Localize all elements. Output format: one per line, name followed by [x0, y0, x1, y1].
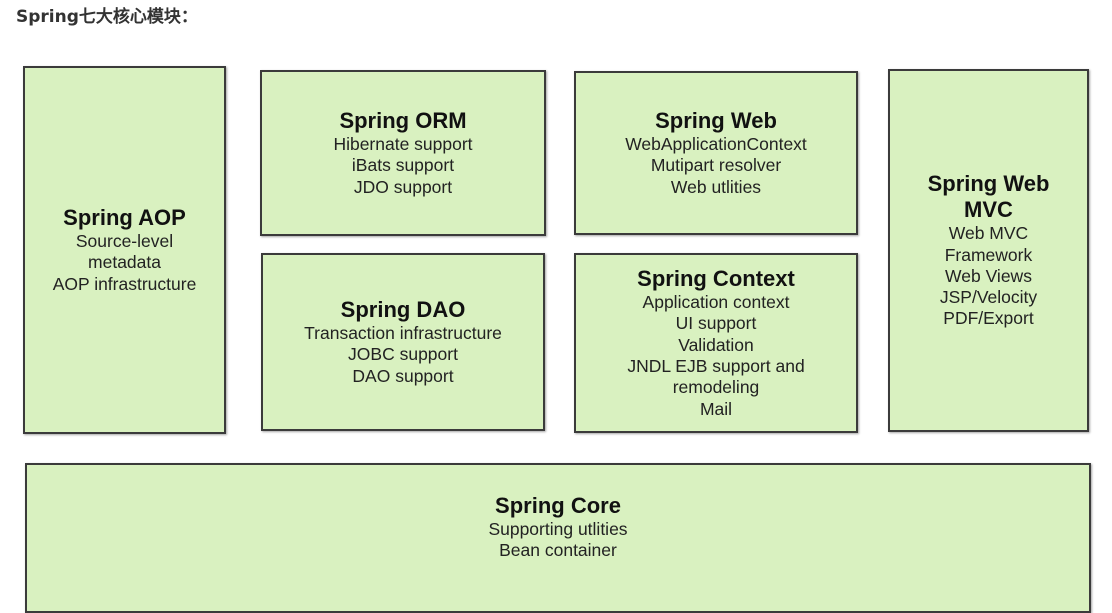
module-title: Spring DAO — [340, 297, 466, 323]
module-item: PDF/Export — [943, 308, 1034, 329]
module-item: Web MVC Framework — [944, 223, 1033, 265]
page-title: Spring七大核心模块： — [16, 7, 198, 27]
module-item: Transaction infrastructure — [304, 323, 502, 344]
module-spring-core: Spring Core Supporting utlities Bean con… — [25, 463, 1091, 613]
module-spring-web-mvc: Spring Web MVC Web MVC Framework Web Vie… — [888, 69, 1089, 432]
module-item: Supporting utlities — [488, 518, 628, 539]
module-item: iBats support — [351, 155, 455, 176]
module-title: Spring Web MVC — [927, 171, 1050, 223]
module-item: JSP/Velocity — [939, 287, 1038, 308]
module-item: JDO support — [353, 176, 453, 197]
module-spring-dao: Spring DAO Transaction infrastructure JO… — [261, 253, 545, 431]
module-item: DAO support — [352, 365, 454, 386]
module-item: Web Views — [945, 265, 1032, 286]
module-title: Spring ORM — [339, 108, 467, 134]
module-item: Mail — [699, 398, 733, 419]
module-spring-aop: Spring AOP Source-level metadata AOP inf… — [23, 66, 226, 434]
module-item: Source-level metadata — [75, 231, 174, 273]
module-title: Spring Core — [495, 492, 621, 518]
module-item: UI support — [675, 313, 757, 334]
module-item: Mutipart resolver — [650, 155, 782, 176]
module-spring-context: Spring Context Application context UI su… — [574, 253, 858, 433]
module-spring-web: Spring Web WebApplicationContext Mutipar… — [574, 71, 858, 235]
module-item: WebApplicationContext — [625, 134, 807, 155]
module-spring-orm: Spring ORM Hibernate support iBats suppo… — [260, 70, 546, 236]
module-item: JNDL EJB support and remodeling — [627, 356, 805, 398]
module-title: Spring Web — [655, 108, 777, 134]
module-item: Application context — [642, 292, 790, 313]
module-item: Web utlities — [670, 176, 762, 197]
module-item: AOP infrastructure — [52, 273, 197, 294]
module-title: Spring Context — [637, 266, 795, 292]
module-item: JOBC support — [348, 344, 458, 365]
module-title: Spring AOP — [63, 205, 186, 231]
module-item: Validation — [678, 334, 754, 355]
module-item: Hibernate support — [333, 134, 473, 155]
module-item: Bean container — [499, 540, 617, 560]
